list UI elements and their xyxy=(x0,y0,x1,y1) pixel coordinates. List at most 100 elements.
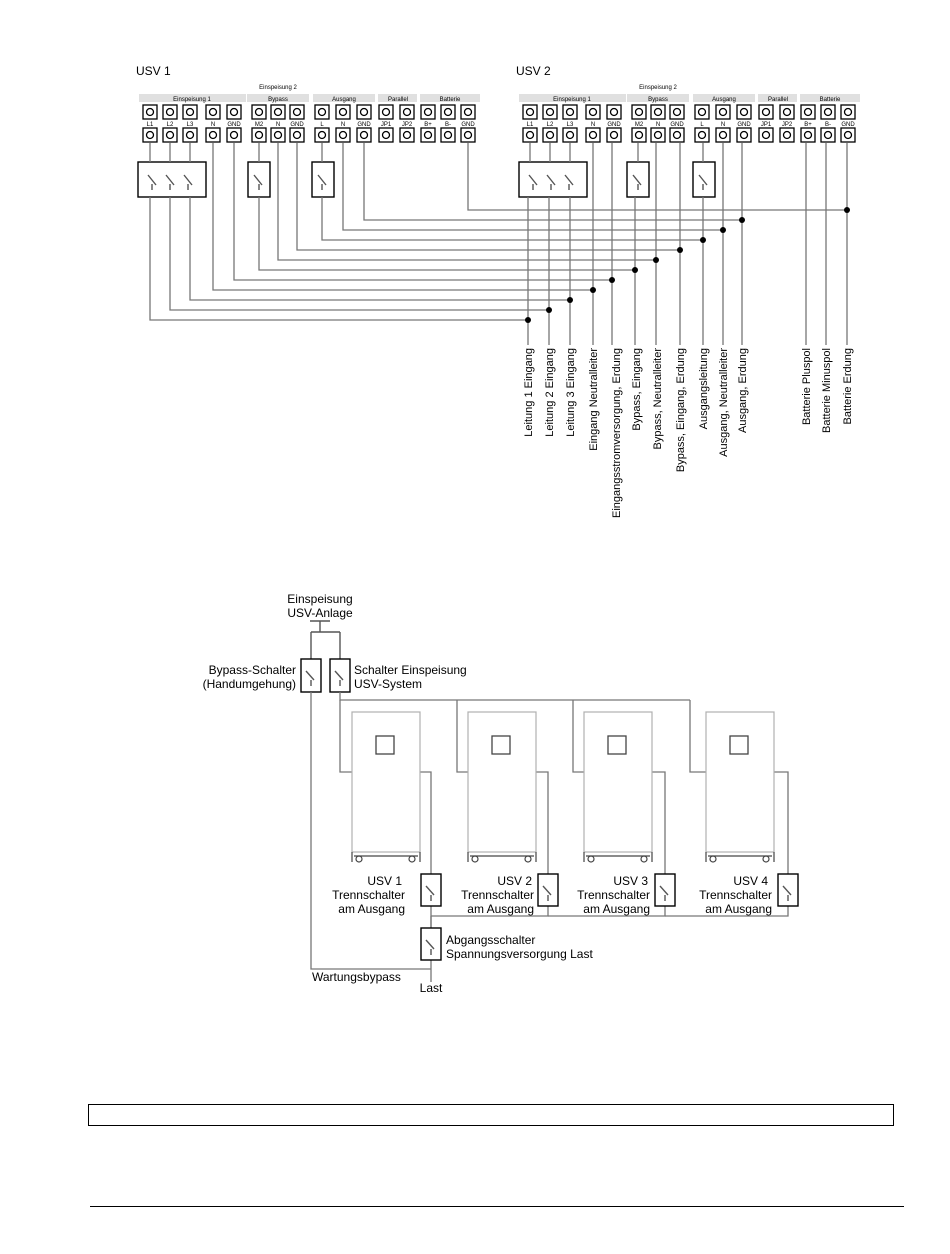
terminal: L xyxy=(314,104,330,143)
ups1-parallel-label: Parallel xyxy=(388,97,408,103)
cable-label: Eingang Neutralleiter xyxy=(588,348,600,451)
terminal-label: N xyxy=(721,122,725,128)
terminal-label: B+ xyxy=(424,122,432,128)
terminal-label: M2 xyxy=(635,122,644,128)
terminal-label: N xyxy=(276,122,280,128)
ups1-bypass-switch xyxy=(247,161,271,198)
ups2-parallel-label: Parallel xyxy=(768,97,788,103)
terminal-label: B+ xyxy=(804,122,812,128)
terminal: L2 xyxy=(542,104,558,143)
ups1-bypass-label: Bypass xyxy=(268,97,288,103)
ups-cabinet xyxy=(351,711,421,863)
cable-label: Leitung 2 Eingang xyxy=(544,348,556,437)
terminal-label: L3 xyxy=(187,122,194,128)
terminal: L2 xyxy=(162,104,178,143)
ups2-feed1-label: Einspeisung 1 xyxy=(553,97,591,103)
terminal-label: B- xyxy=(445,122,451,128)
cable-label: Bypass, Neutralleiter xyxy=(652,348,664,450)
cable-label: Batterie Pluspol xyxy=(801,348,813,425)
ups1-feed2-label: Einspeisung 2 xyxy=(259,85,297,91)
ups2-bypass-label: Bypass xyxy=(648,97,668,103)
note-box xyxy=(88,1104,894,1126)
bypass-switch xyxy=(300,658,322,693)
terminal-label: JP2 xyxy=(402,122,413,128)
terminal: M2 xyxy=(251,104,267,143)
bypass-switch-label-2: (Handumgehung) xyxy=(203,677,296,691)
output-disconnect-switches xyxy=(420,873,799,907)
terminal-label: GND xyxy=(737,122,751,128)
terminal: GND xyxy=(669,104,685,143)
ups1-output-label: Ausgang xyxy=(332,97,356,103)
system-switch xyxy=(329,658,351,693)
ups-cabinet xyxy=(467,711,537,863)
terminal-label: N xyxy=(341,122,345,128)
terminal: JP1 xyxy=(758,104,774,143)
cable-label: Batterie Erdung xyxy=(842,348,854,424)
terminal: JP1 xyxy=(378,104,394,143)
footer-rule xyxy=(90,1206,904,1207)
terminal: GND xyxy=(460,104,476,143)
terminal-label: GND xyxy=(607,122,621,128)
load-switch xyxy=(420,927,442,961)
terminal: GND xyxy=(356,104,372,143)
cable-labels: Leitung 1 Eingang Leitung 2 Eingang Leit… xyxy=(523,348,854,518)
ups1-group-headers: Einspeisung 1 Einspeisung 2 Bypass Ausga… xyxy=(139,85,480,103)
unit-label: Trennschalter xyxy=(699,888,772,902)
terminal: GND xyxy=(606,104,622,143)
terminal-label: GND xyxy=(461,122,475,128)
terminal: N xyxy=(270,104,286,143)
system-switch-label-2: USV-System xyxy=(354,677,422,691)
terminal: GND xyxy=(226,104,242,143)
terminal: GND xyxy=(289,104,305,143)
cable-label: Bypass, Eingang xyxy=(631,348,643,431)
terminal: L xyxy=(694,104,710,143)
unit-label: Trennschalter xyxy=(332,888,405,902)
terminal-label: L3 xyxy=(567,122,574,128)
terminal: M2 xyxy=(631,104,647,143)
maintenance-bypass-label: Wartungsbypass xyxy=(312,970,401,984)
ups2-group-headers: Einspeisung 1 Einspeisung 2 Bypass Ausga… xyxy=(519,85,860,103)
terminal-label: GND xyxy=(357,122,371,128)
terminal-label: GND xyxy=(841,122,855,128)
ups1-output-switch xyxy=(311,161,335,198)
unit-label: USV 2 xyxy=(497,874,532,888)
ups2-title: USV 2 xyxy=(516,64,551,78)
cable-label: Ausgang, Neutralleiter xyxy=(718,348,730,457)
terminal-label: L1 xyxy=(527,122,534,128)
terminal-label: L1 xyxy=(147,122,154,128)
terminal: N xyxy=(335,104,351,143)
load-switch-label-2: Spannungsversorgung Last xyxy=(446,947,593,961)
terminal: N xyxy=(205,104,221,143)
terminal-label: N xyxy=(211,122,215,128)
terminal: B- xyxy=(820,104,836,143)
ups1-input-switch xyxy=(137,161,207,198)
terminal-label: GND xyxy=(290,122,304,128)
cable-label: Batterie Minuspol xyxy=(821,348,833,433)
ups1-feed1-label: Einspeisung 1 xyxy=(173,97,211,103)
cable-label: Ausgangsleitung xyxy=(698,348,710,429)
terminal-label: L2 xyxy=(547,122,554,128)
ups2-output-switch xyxy=(692,161,716,198)
terminal: B- xyxy=(440,104,456,143)
ups-cabinets xyxy=(351,711,775,863)
cable-label: Eingangsstromversorgung, Erdung xyxy=(611,348,623,518)
ups1-title: USV 1 xyxy=(136,64,171,78)
ups-cabinet xyxy=(583,711,653,863)
ups1-battery-label: Batterie xyxy=(440,97,461,103)
terminal-label: N xyxy=(591,122,595,128)
feed-label: Einspeisung xyxy=(287,592,352,606)
terminal: B+ xyxy=(420,104,436,143)
terminal-label: M2 xyxy=(255,122,264,128)
cable-label: Leitung 1 Eingang xyxy=(523,348,535,437)
terminal: L3 xyxy=(562,104,578,143)
terminal-label: N xyxy=(656,122,660,128)
terminal: L1 xyxy=(522,104,538,143)
unit-label: Trennschalter xyxy=(461,888,534,902)
load-switch-label: Abgangsschalter xyxy=(446,933,535,947)
ups1-terminal-block: L1 L2 L3 N GND M2 N GND L N GND JP1 JP2 B+ B- GND xyxy=(142,104,476,143)
ups2-bypass-switch xyxy=(626,161,650,198)
ups2-feed2-label: Einspeisung 2 xyxy=(639,85,677,91)
distribution-wiring xyxy=(310,692,789,982)
